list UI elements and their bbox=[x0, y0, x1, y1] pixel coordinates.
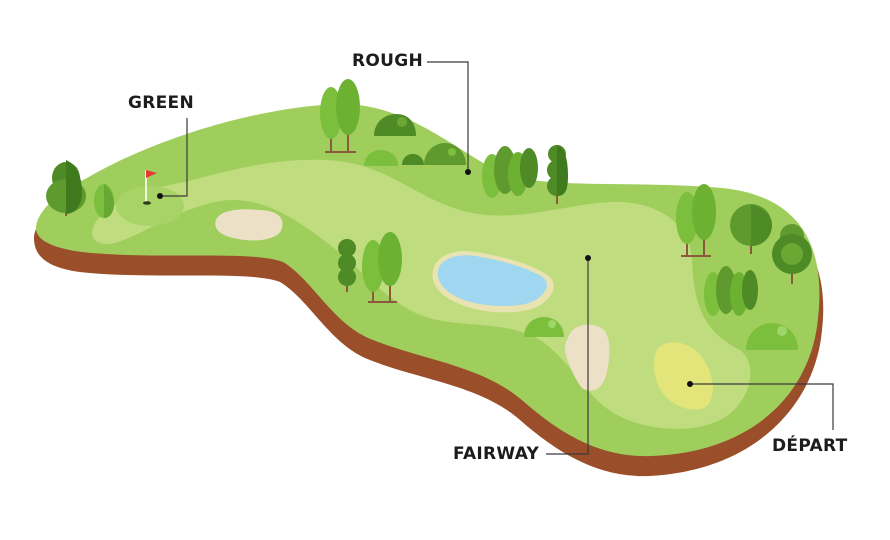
bush-icon bbox=[746, 323, 798, 350]
label-depart: DÉPART bbox=[772, 434, 848, 456]
water-hazard bbox=[437, 255, 547, 306]
tree-icon bbox=[94, 184, 114, 218]
bush-icon bbox=[524, 317, 564, 337]
marker-rough bbox=[465, 169, 471, 175]
leader-line-fairway bbox=[546, 258, 589, 455]
label-fairway: FAIRWAY bbox=[453, 444, 540, 464]
tree-icon bbox=[547, 145, 568, 204]
tree-icon bbox=[676, 184, 716, 257]
leader-line-depart bbox=[690, 383, 834, 430]
bush-icon bbox=[364, 150, 424, 166]
bush-icon bbox=[374, 114, 416, 136]
leader-line-rough bbox=[427, 61, 469, 172]
marker-depart bbox=[687, 381, 693, 387]
putting-green bbox=[116, 186, 184, 226]
bush-icon bbox=[424, 143, 466, 165]
tree-icon bbox=[730, 204, 772, 254]
marker-green bbox=[157, 193, 163, 199]
tree-icon bbox=[320, 79, 360, 153]
label-green: GREEN bbox=[128, 93, 194, 113]
sand-bunker-right bbox=[564, 324, 610, 391]
tree-icon bbox=[338, 239, 356, 292]
tree-icon bbox=[46, 160, 86, 216]
tree-icon bbox=[362, 232, 402, 303]
leader-line-green bbox=[160, 118, 188, 197]
tree-icon bbox=[704, 266, 758, 316]
sand-bunker-left bbox=[215, 209, 283, 241]
label-rough: ROUGH bbox=[352, 51, 423, 71]
marker-fairway bbox=[585, 255, 591, 261]
tee-area bbox=[653, 342, 713, 410]
tree-icon bbox=[772, 224, 812, 284]
tree-icon bbox=[482, 146, 538, 198]
hole-flag-icon bbox=[143, 170, 157, 205]
